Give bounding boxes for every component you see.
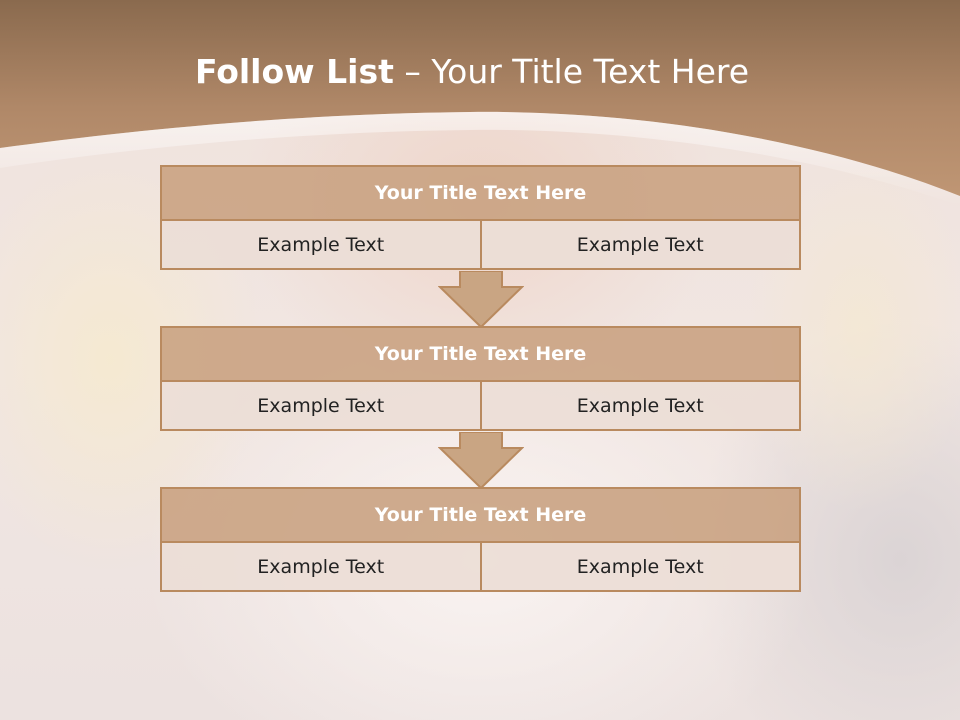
block-cell-left: Example Text xyxy=(160,221,482,270)
slide-title: Follow List – Your Title Text Here xyxy=(0,52,944,91)
block-title: Your Title Text Here xyxy=(160,487,801,543)
block-cell-right: Example Text xyxy=(479,221,801,270)
block-title: Your Title Text Here xyxy=(160,326,801,382)
title-rest: – Your Title Text Here xyxy=(393,52,750,91)
block-row: Example Text Example Text xyxy=(160,382,801,431)
block-cell-right: Example Text xyxy=(479,382,801,431)
down-arrow-icon xyxy=(438,271,524,328)
list-block-1: Your Title Text Here Example Text Exampl… xyxy=(160,165,801,270)
block-cell-left: Example Text xyxy=(160,543,482,592)
block-row: Example Text Example Text xyxy=(160,221,801,270)
block-cell-right: Example Text xyxy=(479,543,801,592)
block-cell-left: Example Text xyxy=(160,382,482,431)
block-title: Your Title Text Here xyxy=(160,165,801,221)
title-main: Follow List xyxy=(194,52,394,91)
list-block-2: Your Title Text Here Example Text Exampl… xyxy=(160,326,801,431)
down-arrow-icon xyxy=(438,432,524,489)
list-block-3: Your Title Text Here Example Text Exampl… xyxy=(160,487,801,592)
block-row: Example Text Example Text xyxy=(160,543,801,592)
